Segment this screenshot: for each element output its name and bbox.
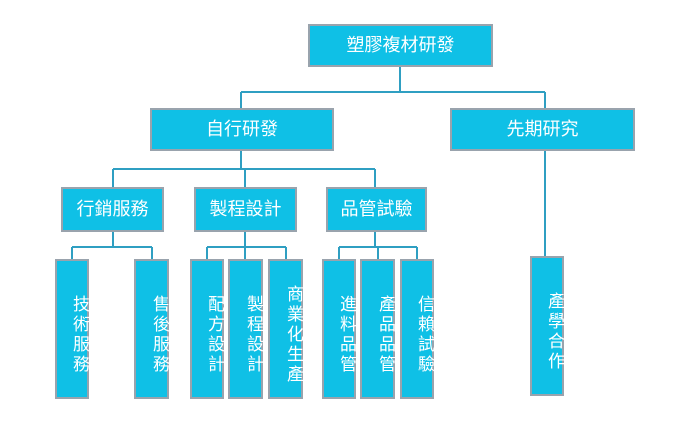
node-root-label: 塑膠複材研發: [346, 34, 455, 56]
connector-process: [206, 232, 287, 259]
node-process-design: 製程設計: [228, 259, 263, 399]
node-product-qc-label: 產品品管: [375, 294, 395, 375]
node-tech-service-label: 技術服務: [69, 294, 89, 375]
node-formulation: 配方設計: [190, 259, 224, 399]
node-qa: 品管試驗: [326, 187, 427, 232]
connector-rd: [112, 151, 376, 187]
node-after-sales: 售後服務: [134, 259, 169, 399]
connector-marketing: [71, 232, 153, 259]
node-commercial: 商業化生產: [268, 259, 303, 399]
node-product-qc: 產品品管: [360, 259, 395, 399]
node-rd-label: 自行研發: [206, 118, 278, 140]
node-reliability-label: 信賴試驗: [414, 294, 434, 375]
node-qa-label: 品管試驗: [340, 198, 413, 220]
node-formulation-label: 配方設計: [204, 294, 224, 375]
node-after-sales-label: 售後服務: [149, 294, 169, 375]
connector-qa: [338, 232, 418, 259]
node-incoming-qc: 進料品管: [322, 259, 356, 399]
node-incoming-qc-label: 進料品管: [336, 294, 356, 375]
node-process: 製程設計: [194, 187, 297, 232]
connector-root: [240, 66, 546, 108]
node-marketing-label: 行銷服務: [76, 198, 149, 220]
node-process-label: 製程設計: [209, 198, 282, 220]
node-marketing: 行銷服務: [61, 187, 164, 232]
node-tech-service: 技術服務: [55, 259, 89, 399]
node-early: 先期研究: [450, 108, 635, 151]
node-rd: 自行研發: [150, 108, 334, 151]
node-industry-academia: 產學合作: [530, 256, 564, 396]
node-process-design-label: 製程設計: [243, 294, 263, 375]
node-industry-academia-label: 產學合作: [544, 291, 564, 372]
node-commercial-label: 商業化生產: [283, 284, 303, 385]
node-reliability: 信賴試驗: [400, 259, 434, 399]
node-root: 塑膠複材研發: [308, 24, 493, 67]
node-early-label: 先期研究: [506, 118, 579, 140]
